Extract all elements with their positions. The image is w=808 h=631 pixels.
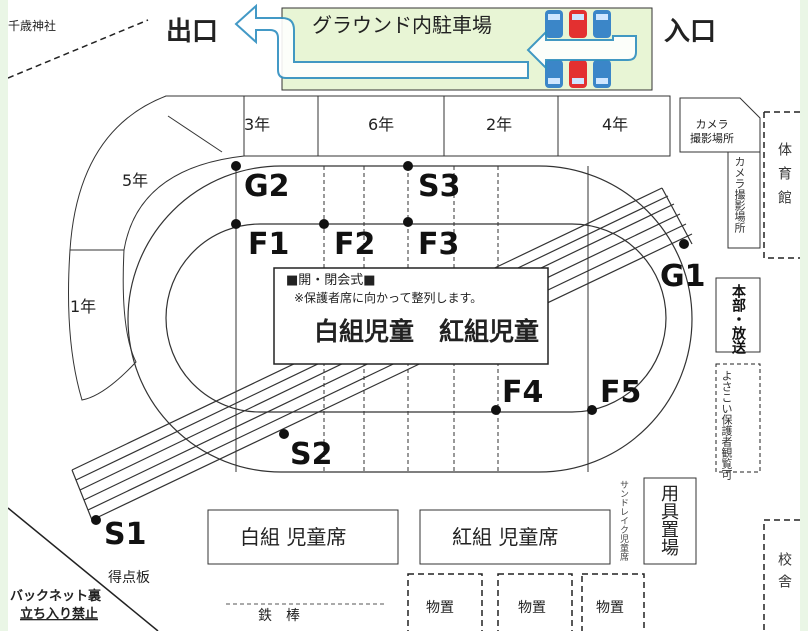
point-s3-dot <box>403 161 413 171</box>
backnet-label-1: バックネット裏 <box>10 588 102 604</box>
point-s1-dot <box>91 515 101 525</box>
point-f3-label: F3 <box>418 227 459 262</box>
point-g2-label: G2 <box>244 169 290 204</box>
point-f2-label: F2 <box>334 227 375 262</box>
point-s3-label: S3 <box>418 169 460 204</box>
exit-label: 出口 <box>166 17 218 47</box>
shrine-label: 千歳神社 <box>8 18 56 33</box>
point-f4-label: F4 <box>502 375 543 410</box>
grade4-label: 4年 <box>602 115 628 134</box>
track-inner <box>165 223 667 413</box>
exit-arrow-icon <box>234 3 529 79</box>
red-seats-label: 紅組 児童席 <box>452 525 558 549</box>
camera-area-2 <box>727 151 761 249</box>
storage-1 <box>407 573 483 631</box>
point-s2-label: S2 <box>290 437 332 472</box>
camera-area-1 <box>679 97 761 153</box>
point-g2-dot <box>231 161 241 171</box>
stands-top <box>165 95 671 157</box>
point-f5-dot <box>587 405 597 415</box>
point-f1-dot <box>231 219 241 229</box>
hq-box <box>715 277 761 353</box>
equipment-label: 用具置場 <box>658 484 679 556</box>
point-f3-dot <box>403 217 413 227</box>
grade3-label: 3年 <box>244 115 270 134</box>
gym-building <box>763 111 800 259</box>
grade5-label: 5年 <box>122 171 148 190</box>
point-s1-label: S1 <box>104 517 146 552</box>
red-seats-box <box>419 509 611 565</box>
gym-label: 体育館 <box>776 142 792 214</box>
storage-label-1: 物置 <box>426 600 454 616</box>
backnet-label-2: 立ち入り禁止 <box>20 606 98 622</box>
hq-label: 本部・放送 <box>730 284 746 354</box>
point-f2-dot <box>319 219 329 229</box>
guardian-area-label: よさこい保護者観覧可 <box>720 370 733 480</box>
parking-title: グラウンド内駐車場 <box>312 13 492 37</box>
shrine-boundary <box>8 19 149 79</box>
field-map-svg: グラウンド内駐車場 出口 入口 千歳神社 3年 6年 2年 4年 5年 1年 G… <box>8 3 800 631</box>
point-f5-label: F5 <box>600 375 641 410</box>
map-canvas: グラウンド内駐車場 出口 入口 千歳神社 3年 6年 2年 4年 5年 1年 G… <box>8 0 800 631</box>
grade1-label: 1年 <box>70 297 96 316</box>
backnet-line <box>8 507 159 631</box>
school-building <box>763 519 800 631</box>
point-g1-label: G1 <box>660 259 706 294</box>
point-s2-dot <box>279 429 289 439</box>
ceremony-header: ■開・閉会式■ <box>286 273 376 288</box>
camera-area-2-label: カメラ撮影場所 <box>733 156 746 233</box>
storage-2 <box>497 573 573 631</box>
sandlake-seats-label: サンドレイク児童席 <box>618 480 628 561</box>
point-f4-dot <box>491 405 501 415</box>
camera-area-1-label: カメラ 撮影場所 <box>690 118 734 145</box>
storage-label-3: 物置 <box>596 600 624 616</box>
entrance-label: 入口 <box>664 17 716 47</box>
guardian-viewing-area <box>715 363 761 473</box>
equipment-box <box>643 477 697 565</box>
white-seats-box <box>207 509 399 565</box>
grade6-label: 6年 <box>368 115 394 134</box>
grade2-label: 2年 <box>486 115 512 134</box>
point-g1-dot <box>679 239 689 249</box>
storage-3 <box>581 573 645 631</box>
scoreboard-label: 得点板 <box>108 569 150 586</box>
storage-label-2: 物置 <box>518 600 546 616</box>
white-seats-label: 白組 児童席 <box>240 525 346 549</box>
stands-grade5 <box>69 95 245 251</box>
point-f1-label: F1 <box>248 227 289 262</box>
school-building-label: 校舎 <box>776 552 792 596</box>
iron-bar-label: 鉄 棒 <box>258 608 300 624</box>
stands-grade1 <box>68 249 137 401</box>
ceremony-note: ※保護者席に向かって整列します。 <box>294 290 482 305</box>
entry-arrow-icon <box>526 29 637 71</box>
ceremony-box <box>273 267 549 365</box>
ceremony-main: 白組児童 紅組児童 <box>314 317 539 346</box>
